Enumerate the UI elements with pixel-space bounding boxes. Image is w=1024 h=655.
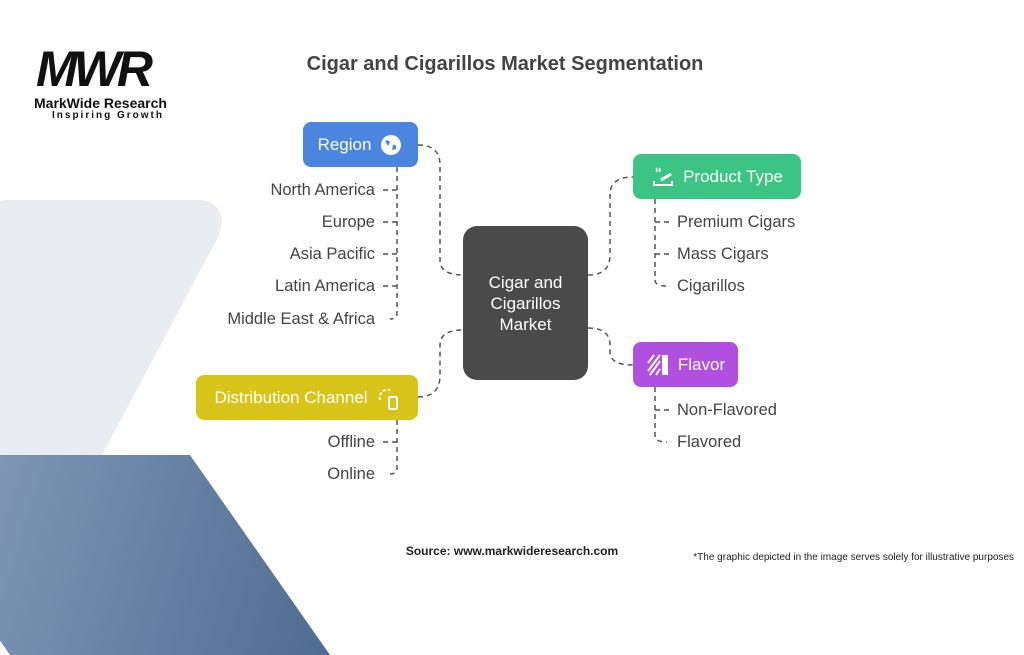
source-text: Source: www.markwideresearch.com [405, 544, 619, 558]
distribution-label: Distribution Channel [214, 387, 368, 407]
center-node: Cigar and Cigarillos Market [463, 226, 588, 380]
cigar-ashtray-icon [651, 165, 675, 189]
region-item: North America [270, 181, 375, 199]
distribution-item: Online [327, 465, 375, 483]
globe-icon [379, 133, 403, 157]
flavor-label: Flavor [677, 354, 726, 374]
logo-name: MarkWide Research [34, 95, 167, 111]
region-item: Europe [321, 213, 375, 231]
distribution-node: Distribution Channel [196, 375, 418, 420]
flavor-item: Non-Flavored [677, 401, 777, 419]
product-type-node: Product Type [633, 154, 801, 199]
region-item: Asia Pacific [289, 245, 375, 263]
product-type-item: Mass Cigars [677, 245, 769, 263]
flavor-node: Flavor [633, 342, 738, 387]
channel-icon [376, 386, 400, 410]
logo-mark: MWR [36, 41, 153, 97]
page-title: Cigar and Cigarillos Market Segmentation [306, 53, 704, 75]
product-type-item: Premium Cigars [677, 213, 796, 231]
flavor-item: Flavored [677, 433, 742, 451]
product-type-item: Cigarillos [677, 277, 745, 295]
flavor-stripes-icon [646, 353, 670, 377]
connector-lines [382, 144, 670, 475]
region-item: Latin America [275, 277, 375, 295]
region-item: Middle East & Africa [227, 310, 375, 328]
region-label: Region [317, 134, 372, 154]
logo-tagline: Inspiring Growth [52, 110, 164, 121]
product-type-label: Product Type [683, 166, 783, 186]
footnote: *The graphic depicted in the image serve… [693, 552, 1014, 563]
region-node: Region [303, 122, 418, 167]
distribution-item: Offline [327, 433, 375, 451]
